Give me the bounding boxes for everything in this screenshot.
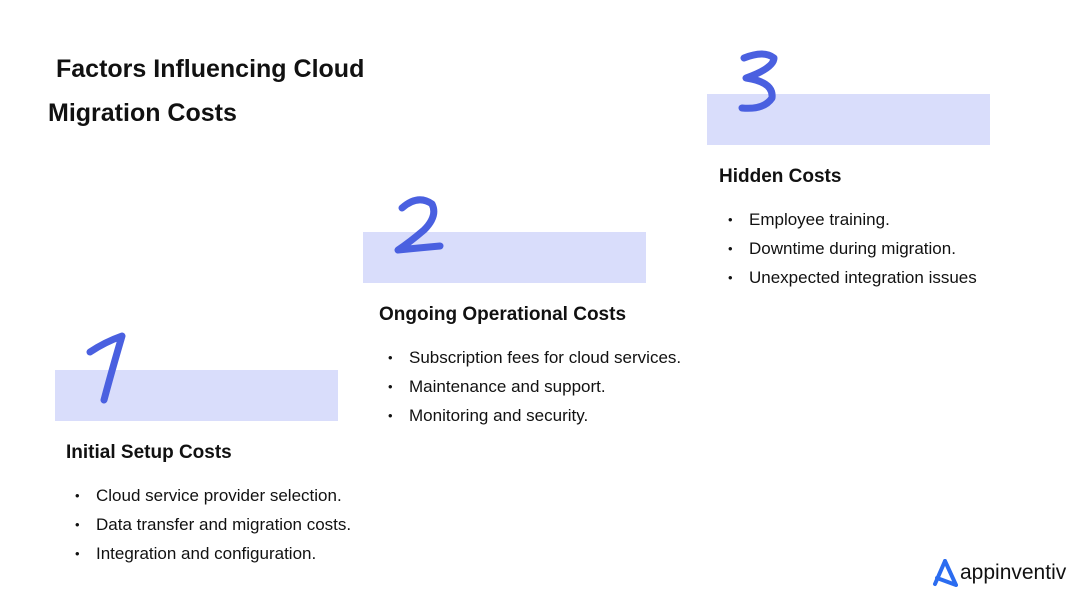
section-2-heading: Ongoing Operational Costs: [379, 304, 627, 325]
section-3-bar: [707, 94, 990, 145]
section-3-heading: Hidden Costs: [719, 166, 842, 187]
list-item: Unexpected integration issues: [719, 263, 977, 292]
section-1-heading: Initial Setup Costs: [66, 442, 232, 463]
list-item: Cloud service provider selection.: [66, 481, 351, 510]
brand-name: appinventiv: [960, 561, 1067, 584]
number-1-icon: [86, 332, 126, 404]
list-item: Subscription fees for cloud services.: [379, 343, 681, 372]
list-item: Employee training.: [719, 205, 977, 234]
list-item: Downtime during migration.: [719, 234, 977, 263]
number-3-icon: [738, 50, 778, 112]
title-line-1: Factors Influencing Cloud: [56, 55, 365, 83]
section-3-list: Employee training. Downtime during migra…: [719, 205, 977, 292]
brand-logo: appinventiv: [932, 559, 1066, 587]
section-1-list: Cloud service provider selection. Data t…: [66, 481, 351, 568]
list-item: Data transfer and migration costs.: [66, 510, 351, 539]
section-2-list: Subscription fees for cloud services. Ma…: [379, 343, 681, 430]
appinventiv-logo-icon: [933, 559, 958, 587]
list-item: Monitoring and security.: [379, 401, 681, 430]
list-item: Integration and configuration.: [66, 539, 351, 568]
number-2-icon: [394, 196, 444, 254]
list-item: Maintenance and support.: [379, 372, 681, 401]
title-line-2: Migration Costs: [48, 99, 237, 127]
